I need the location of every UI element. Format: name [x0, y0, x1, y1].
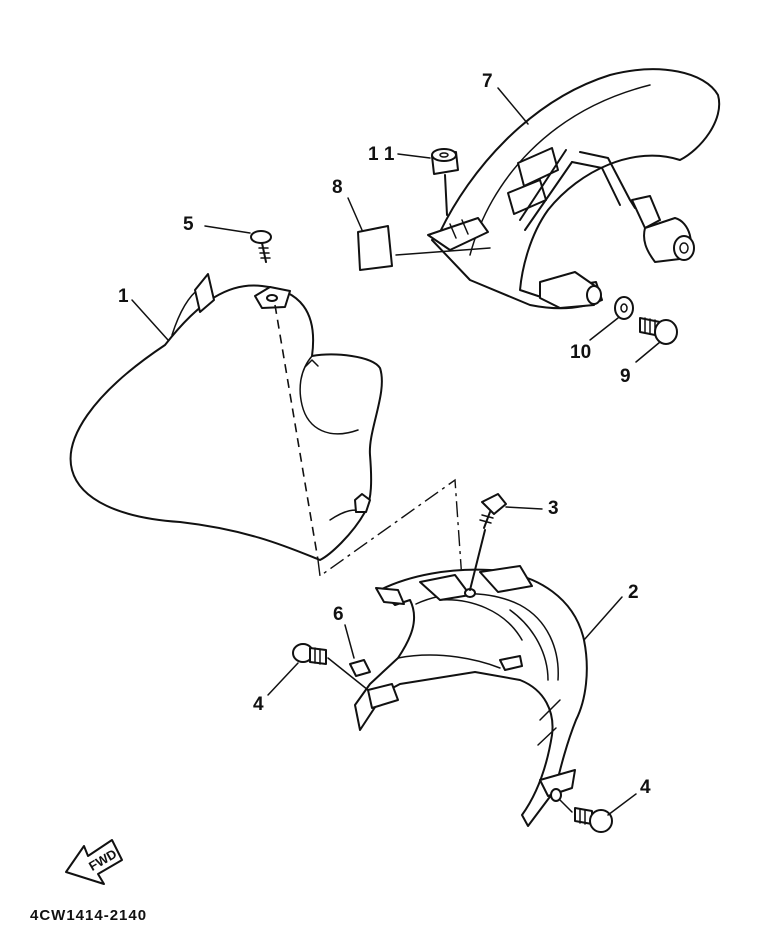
leader-9 [635, 341, 661, 363]
leader-11 [397, 153, 431, 159]
leader-2 [583, 596, 623, 641]
leader-10 [589, 317, 619, 341]
part-4-bolt-left [292, 643, 369, 691]
part-4-bolt-right [559, 799, 613, 833]
part-11-nut [431, 148, 459, 216]
part-2-inner-fender [354, 565, 588, 827]
diagram-code: 4CW1414-2140 [30, 907, 147, 924]
part-7-fender-bracket [427, 68, 721, 310]
leader-8 [347, 197, 363, 231]
leader-5 [204, 225, 251, 234]
part-9-bolt [639, 317, 678, 345]
leader-7 [497, 87, 529, 125]
leader-6 [344, 624, 355, 659]
callout-6: 6 [333, 604, 344, 625]
callout-3: 3 [548, 498, 559, 519]
part-1-front-fender [69, 273, 383, 561]
alignment-line-dashed [274, 304, 319, 561]
leader-4-left [267, 662, 299, 696]
leader-3 [505, 506, 543, 510]
callout-8: 8 [332, 177, 343, 198]
callout-10: 10 [570, 342, 591, 363]
leader-4-right [607, 793, 637, 816]
callout-1: 1 [118, 286, 129, 307]
part-10-washer [614, 296, 634, 320]
callout-9: 9 [620, 366, 631, 387]
part-5-screw [250, 230, 272, 263]
part-8-leader-line [395, 247, 491, 256]
fwd-arrow: FWD [65, 839, 123, 885]
part-3-screw [469, 493, 507, 591]
part-6-nut [349, 659, 371, 677]
callout-4-right: 4 [640, 777, 651, 798]
callout-11: 1 1 [368, 144, 395, 165]
alignment-line-dashdot [317, 478, 463, 581]
callout-2: 2 [628, 582, 639, 603]
leader-1 [131, 299, 169, 341]
callout-7: 7 [482, 71, 493, 92]
part-8-label [357, 225, 393, 271]
callout-4-left: 4 [253, 694, 264, 715]
callout-5: 5 [183, 214, 194, 235]
